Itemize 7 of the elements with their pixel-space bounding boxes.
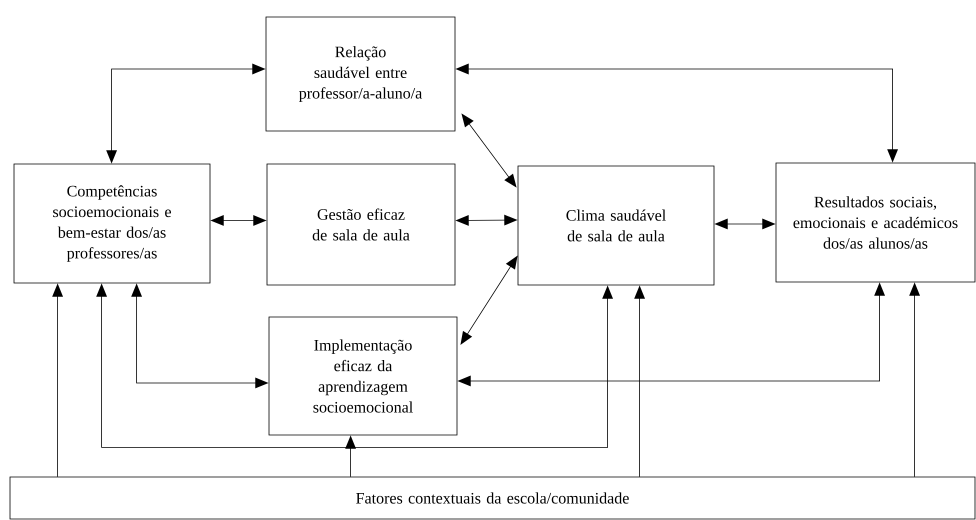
process-box: Relação saudável entre professor/a-aluno/a bbox=[266, 16, 456, 132]
process-box: Fatores contextuais da escola/comunidade bbox=[10, 476, 976, 520]
process-box: Implementação eficaz da aprendizagem socioemocional bbox=[268, 316, 458, 436]
process-box: Gestão eficaz de sala de aula bbox=[266, 164, 456, 286]
process-box: Competências socioemocionais e bem-estar dos/as professores/as bbox=[14, 164, 210, 284]
process-box: Clima saudável de sala de aula bbox=[518, 166, 714, 286]
process-box: Resultados sociais, emocionais e académicos dos/as alunos/as bbox=[776, 162, 976, 282]
